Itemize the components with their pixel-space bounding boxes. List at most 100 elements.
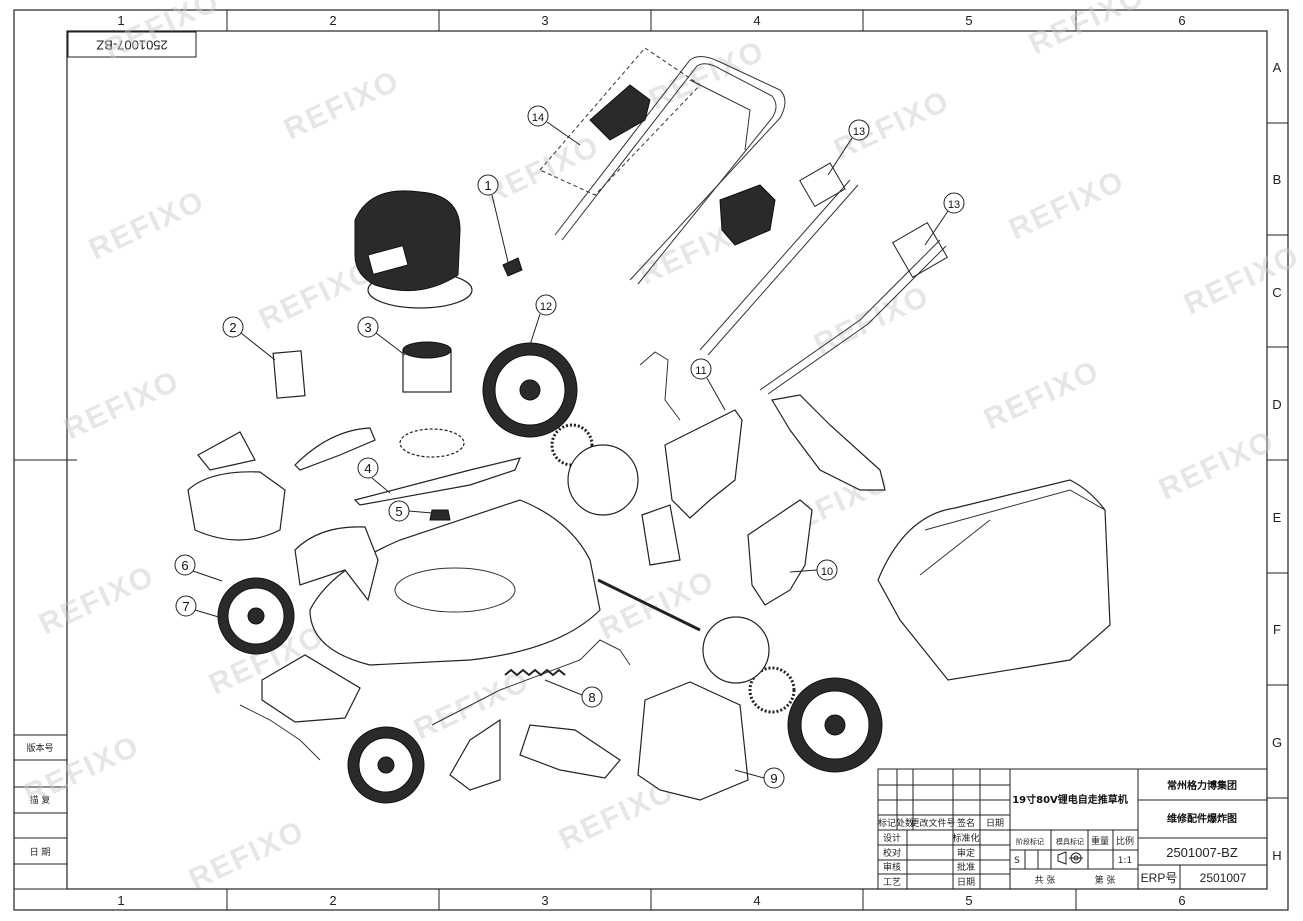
part-11-bracket xyxy=(664,409,743,519)
col-label-top-2: 2 xyxy=(329,13,336,28)
svg-text:REFIXO: REFIXO xyxy=(19,729,145,811)
stamp-box xyxy=(67,31,197,58)
callout-10: 10 xyxy=(789,559,838,581)
svg-text:6: 6 xyxy=(181,558,188,573)
rev-header-sign: 签名 xyxy=(957,817,975,829)
row-review: 审核 xyxy=(883,861,901,873)
row-label-H: H xyxy=(1272,848,1281,863)
front-bar xyxy=(294,427,376,471)
col-label-bottom-4: 4 xyxy=(753,893,760,908)
svg-text:12: 12 xyxy=(540,301,552,313)
row-label-G: G xyxy=(1272,735,1282,750)
callout-11: 11 xyxy=(690,358,726,411)
svg-text:4: 4 xyxy=(364,461,371,476)
erp-label: ERP号 xyxy=(1141,871,1178,885)
part-1-shape xyxy=(502,257,523,277)
mower-deck xyxy=(309,499,601,666)
svg-text:13: 13 xyxy=(853,126,865,138)
document-title: 维修配件爆炸图 xyxy=(1167,812,1237,825)
svg-text:REFIXO: REFIXO xyxy=(979,354,1105,436)
col-label-top-6: 6 xyxy=(1178,13,1185,28)
wheel-cover-rear xyxy=(702,616,770,684)
part-2-shape xyxy=(272,350,306,399)
col-label-top-5: 5 xyxy=(965,13,972,28)
callout-6: 6 xyxy=(174,554,223,582)
row-label-A: A xyxy=(1273,60,1282,75)
handle-assembly xyxy=(554,56,949,395)
total-sheets: 共 张 xyxy=(1035,875,1056,886)
svg-text:3: 3 xyxy=(364,320,371,335)
part-5-adapter xyxy=(429,509,451,521)
svg-text:REFIXO: REFIXO xyxy=(479,129,605,211)
svg-text:REFIXO: REFIXO xyxy=(84,184,210,266)
row-audit: 审定 xyxy=(957,847,975,859)
rear-axle xyxy=(597,578,701,632)
callout-14: 14 xyxy=(527,105,581,146)
svg-text:7: 7 xyxy=(182,599,189,614)
front-cover xyxy=(294,526,379,602)
gear-front xyxy=(550,423,594,467)
control-box-part xyxy=(589,84,651,141)
rear-cover xyxy=(187,471,286,541)
stage-s: S xyxy=(1014,856,1020,866)
product-name: 19寸80V锂电自走推草机 xyxy=(1012,793,1128,806)
mulch-plug xyxy=(519,724,621,779)
row-standard: 标准化 xyxy=(952,832,979,844)
rear-flap xyxy=(197,431,256,471)
col-label-top-3: 3 xyxy=(541,13,548,28)
title-block xyxy=(877,768,1268,890)
company-name: 常州格力博集团 xyxy=(1167,779,1237,792)
scale-value: 1:1 xyxy=(1118,856,1132,866)
col-label-top-4: 4 xyxy=(753,13,760,28)
svg-text:REFIXO: REFIXO xyxy=(1004,164,1130,246)
side-version-label: 版本号 xyxy=(26,742,53,754)
wheel-12 xyxy=(482,342,578,438)
height-lever xyxy=(239,704,321,761)
callout-13-upper: 13 xyxy=(827,119,870,176)
callout-4: 4 xyxy=(357,457,391,494)
stage-mark-label: 阶段标记 xyxy=(1016,837,1044,846)
svg-text:14: 14 xyxy=(532,112,544,124)
part-3-motor xyxy=(402,341,452,393)
part-4-blade xyxy=(353,457,522,506)
wheel-rear-right xyxy=(787,677,883,773)
callout-9: 9 xyxy=(734,767,785,789)
callout-2: 2 xyxy=(222,316,276,361)
rev-header-date: 日期 xyxy=(986,818,1004,829)
gear-rear xyxy=(748,666,796,714)
svg-text:11: 11 xyxy=(695,365,706,377)
fan-part xyxy=(399,428,465,458)
col-label-bottom-6: 6 xyxy=(1178,893,1185,908)
rev-header-count: 处数 xyxy=(896,817,914,829)
callout-7: 7 xyxy=(175,595,223,619)
row-label-B: B xyxy=(1273,172,1282,187)
callout-3: 3 xyxy=(357,316,406,356)
wheel-cover-front xyxy=(567,444,639,516)
svg-text:2: 2 xyxy=(229,320,236,335)
battery-pack xyxy=(354,190,473,309)
svg-text:1: 1 xyxy=(484,178,491,193)
side-date-label: 日 期 xyxy=(30,847,51,858)
wheel-7 xyxy=(217,577,295,655)
side-review-label: 描 复 xyxy=(30,794,51,806)
switch-box-part xyxy=(719,184,776,246)
svg-text:REFIXO: REFIXO xyxy=(829,84,955,166)
row-label-C: C xyxy=(1272,285,1281,300)
svg-text:REFIXO: REFIXO xyxy=(409,664,535,746)
callout-12: 12 xyxy=(529,294,557,346)
scale-label: 比例 xyxy=(1116,835,1134,847)
stamp-text: 2501007-BZ xyxy=(96,38,168,53)
rev-header-mark: 标记 xyxy=(878,817,896,829)
svg-text:REFIXO: REFIXO xyxy=(59,364,185,446)
callout-13-lower: 13 xyxy=(924,192,965,246)
svg-text:13: 13 xyxy=(948,199,960,211)
wheel-rear-left xyxy=(347,726,425,804)
callouts: 1 2 3 4 5 6 7 8 9 10 11 12 13 13 14 xyxy=(174,105,965,789)
rev-header-file: 更改文件号 xyxy=(910,817,955,829)
col-label-bottom-2: 2 xyxy=(329,893,336,908)
rear-flap-cover xyxy=(771,394,886,491)
svg-text:9: 9 xyxy=(770,771,777,786)
callout-1: 1 xyxy=(477,174,509,263)
